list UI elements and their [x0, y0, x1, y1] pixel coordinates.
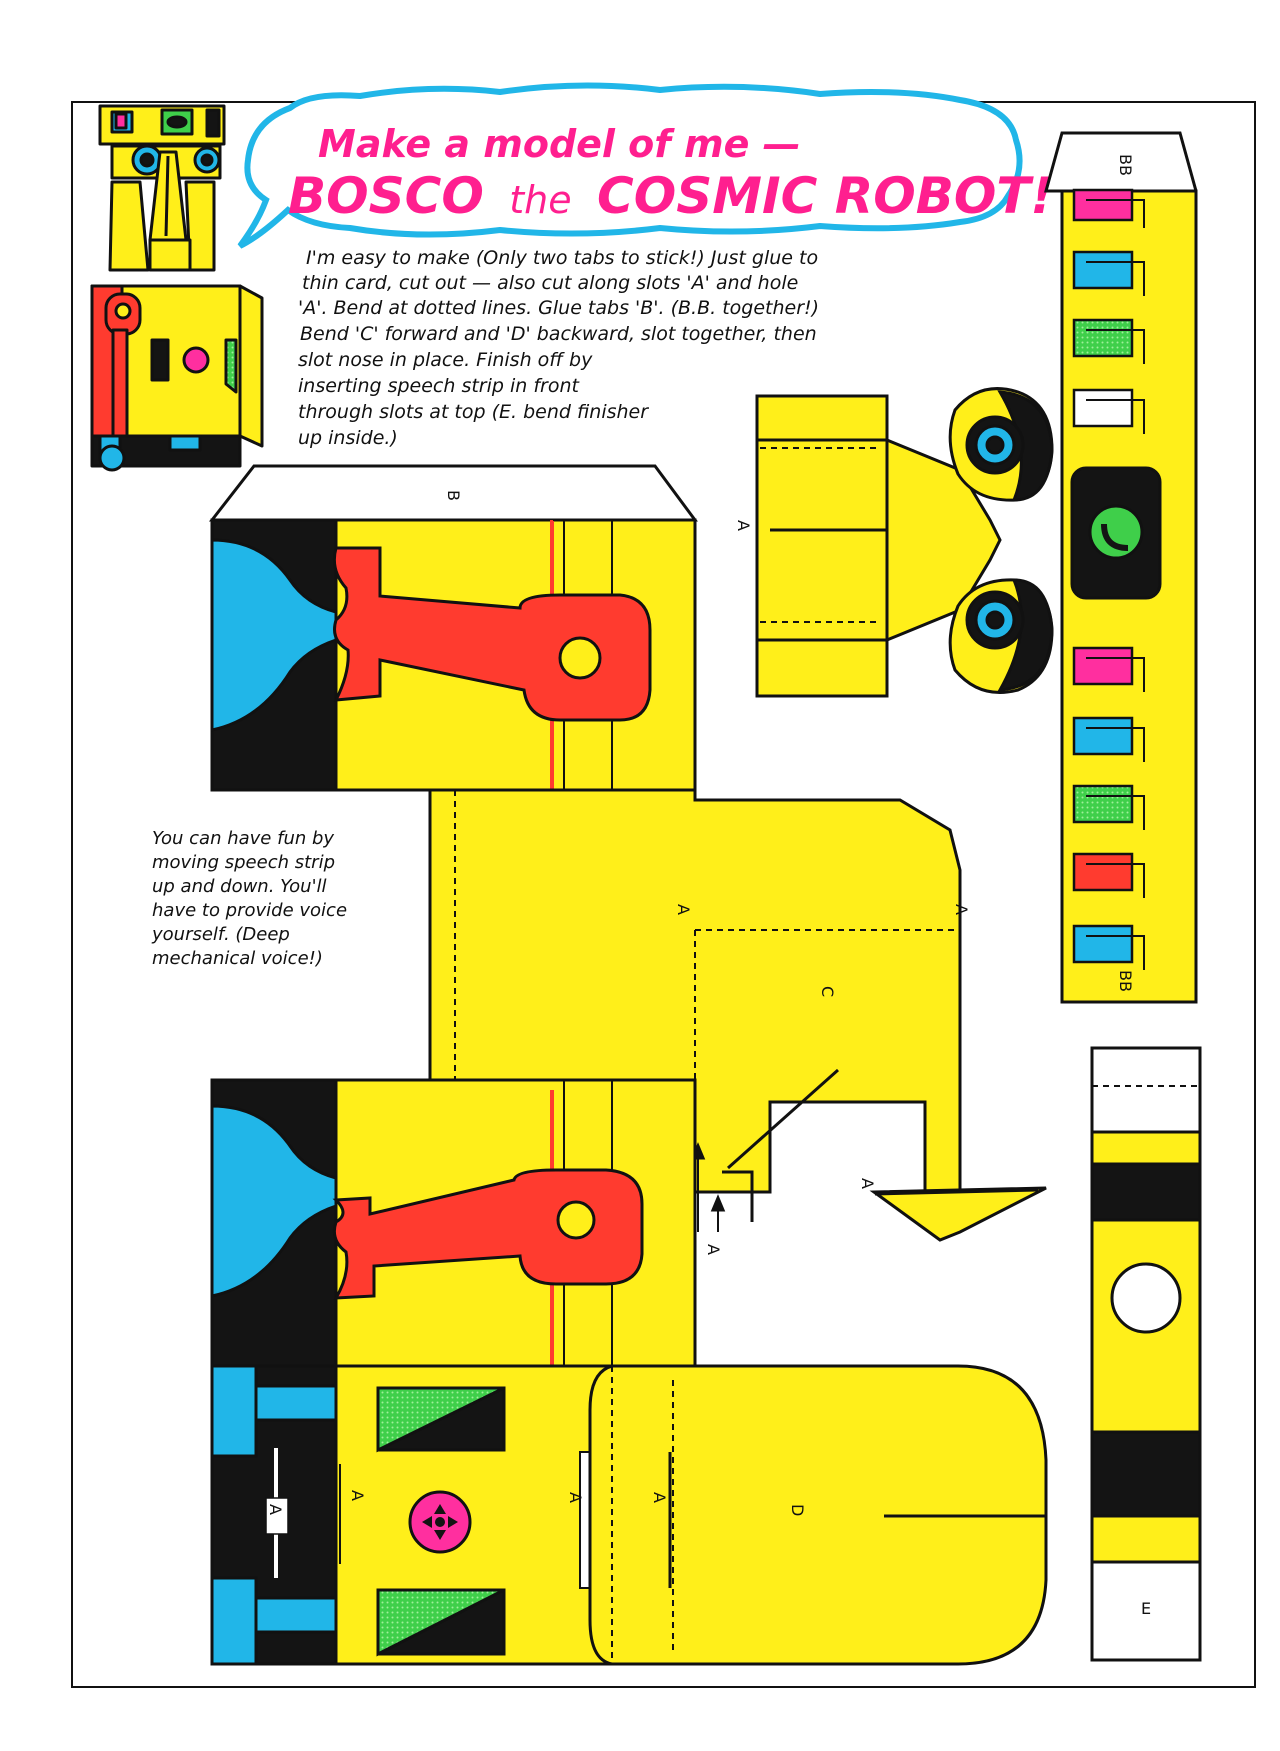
instructions-line-1: I'm easy to make (Only two tabs to stick…	[306, 247, 818, 269]
face-piece: A	[734, 387, 1054, 698]
fun-note-line-2: moving speech strip	[152, 852, 335, 873]
fun-note: You can have fun by moving speech strip …	[151, 828, 347, 969]
a-left-label: A	[674, 904, 693, 915]
title-speech-bubble: Make a model of me — BOSCO the COSMIC RO…	[237, 82, 1053, 249]
title-cosmic-robot: COSMIC ROBOT!	[597, 167, 1053, 225]
a-slot1-label: A	[266, 1504, 285, 1515]
c-label: C	[818, 986, 837, 997]
e-label: E	[1141, 1599, 1151, 1618]
instructions-line-6: inserting speech strip in front	[298, 375, 581, 397]
a-slot3-label: A	[566, 1492, 585, 1503]
fun-note-line-1: You can have fun by	[152, 828, 334, 849]
title-the: the	[509, 178, 571, 222]
a-slot4-label: A	[650, 1492, 669, 1503]
bb-top-label: BB	[1116, 154, 1135, 176]
a-arrow-label: A	[704, 1244, 723, 1255]
speech-strip: BB BB	[1044, 131, 1198, 1004]
d-label: D	[788, 1504, 807, 1516]
body-lower: A A A A D	[210, 1078, 1048, 1666]
a-tab-label: A	[858, 1178, 877, 1189]
instructions-line-4: Bend 'C' forward and 'D' backward, slot …	[300, 323, 817, 345]
a-nose-label: A	[734, 520, 753, 531]
instructions-line-7: through slots at top (E. bend finisher	[298, 401, 649, 423]
title-line-1: Make a model of me —	[318, 122, 801, 166]
red-key-lower	[332, 1168, 644, 1300]
instructions: I'm easy to make (Only two tabs to stick…	[298, 247, 819, 449]
fun-note-line-5: yourself. (Deep	[151, 924, 290, 945]
finisher-strip-e: E	[1090, 1046, 1202, 1662]
a-right-label: A	[952, 904, 971, 915]
title-line-2: BOSCO the COSMIC ROBOT!	[288, 167, 1053, 225]
bottom-eye	[948, 578, 1054, 694]
b-top-label: B	[444, 490, 463, 501]
fun-note-line-6: mechanical voice!)	[152, 948, 323, 969]
instructions-line-2: thin card, cut out — also cut along slot…	[302, 272, 798, 294]
red-key-upper	[332, 546, 652, 722]
top-eye	[948, 387, 1054, 502]
bb-bottom-label: BB	[1116, 970, 1135, 992]
instructions-line-3: 'A'. Bend at dotted lines. Glue tabs 'B'…	[298, 297, 819, 319]
instructions-line-5: slot nose in place. Finish off by	[298, 349, 593, 371]
title-bosco: BOSCO	[288, 167, 484, 225]
instructions-line-8: up inside.)	[298, 427, 398, 449]
robot-illustration	[90, 104, 264, 472]
a-slot2-label: A	[348, 1490, 367, 1501]
fun-note-line-3: up and down. You'll	[152, 876, 327, 897]
fun-note-line-4: have to provide voice	[152, 900, 347, 921]
